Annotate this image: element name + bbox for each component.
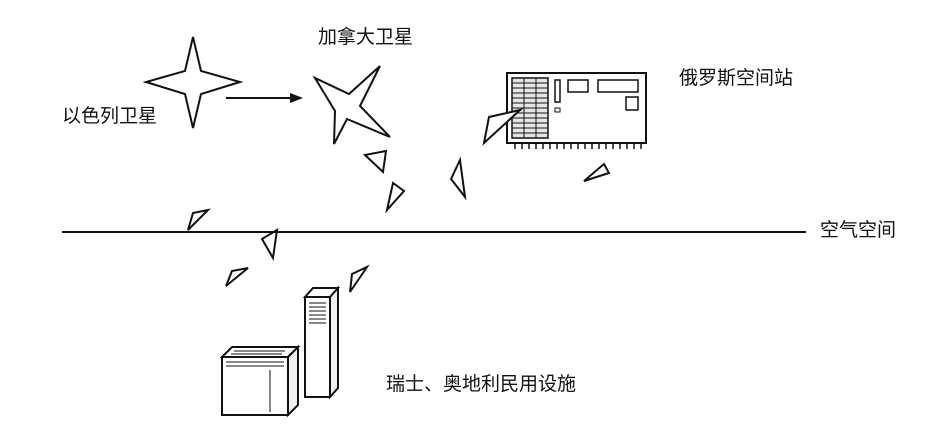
russian-station-icon — [482, 72, 647, 149]
signal-wedge-icon — [583, 162, 611, 182]
israel-satellite-star-icon — [142, 36, 244, 129]
israel-satellite-label: 以色列卫星 — [62, 105, 158, 127]
launch-arrow-head-icon — [290, 93, 303, 103]
signal-wedge-icon — [362, 149, 388, 175]
server-box-icon — [219, 344, 301, 418]
airspace-label: 空气空间 — [820, 219, 897, 241]
signal-wedge-icon — [187, 208, 212, 231]
canada-satellite-star-icon — [312, 65, 391, 145]
signal-wedge-icon — [260, 228, 279, 262]
signal-wedge-icon — [449, 156, 467, 201]
canada-satellite-label: 加拿大卫星 — [318, 26, 414, 48]
civil-facilities-label: 瑞士、奥地利民用设施 — [386, 373, 577, 395]
server-tower-icon — [302, 285, 341, 400]
signal-wedge-icon — [385, 181, 406, 214]
signal-wedge-icon — [349, 264, 370, 293]
signal-wedge-icon — [225, 267, 249, 287]
russian-station-label: 俄罗斯空间站 — [679, 67, 794, 89]
